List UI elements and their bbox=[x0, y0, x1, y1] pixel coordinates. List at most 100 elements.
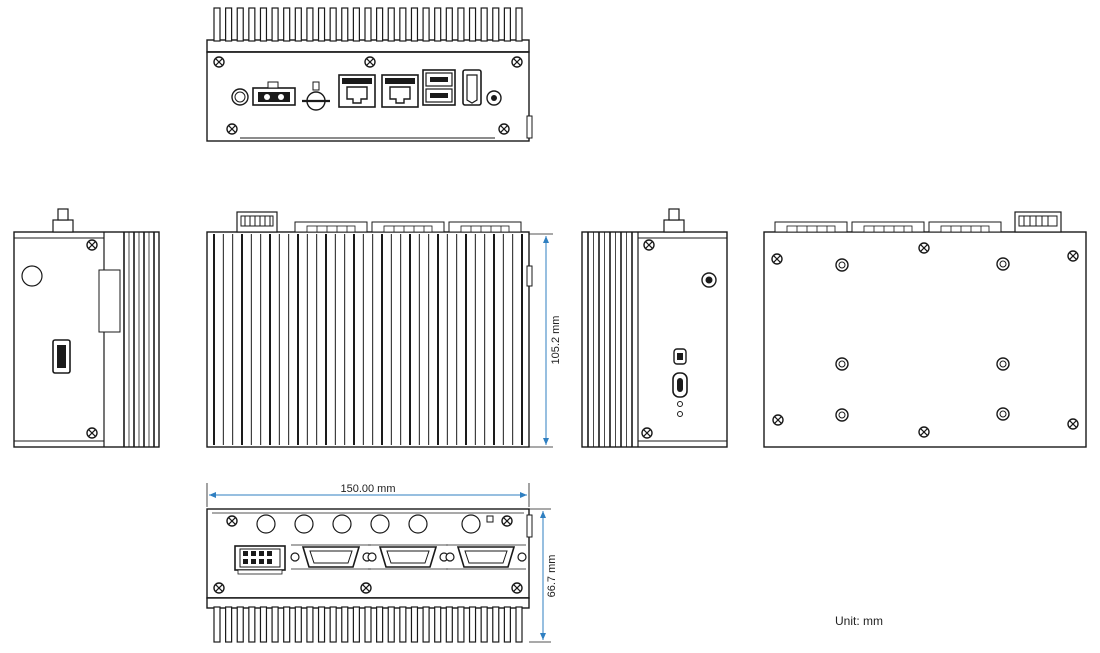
fin bbox=[492, 7, 500, 42]
fin bbox=[399, 7, 407, 42]
rear-view bbox=[206, 508, 533, 643]
fin bbox=[206, 39, 530, 53]
fin bbox=[364, 7, 372, 42]
screw-icon bbox=[226, 123, 238, 135]
hdmi-port-icon bbox=[52, 339, 71, 374]
usb-port-icon bbox=[422, 69, 456, 106]
screw-icon bbox=[771, 253, 783, 265]
sim-slot-icon bbox=[701, 272, 717, 288]
antenna-hole-icon bbox=[408, 514, 428, 534]
fin bbox=[422, 7, 430, 42]
fin bbox=[352, 7, 360, 42]
top-view bbox=[206, 211, 533, 448]
width-dimension-label: 150.00 mm bbox=[340, 483, 395, 495]
mounting-hole-icon bbox=[835, 408, 849, 422]
fin bbox=[271, 7, 279, 42]
mounting-hole-icon bbox=[996, 407, 1010, 421]
screw-icon bbox=[501, 515, 513, 527]
terminal-block-icon bbox=[1014, 211, 1062, 233]
screw-icon bbox=[360, 582, 372, 594]
power-button-icon bbox=[231, 88, 249, 106]
screw-icon bbox=[643, 239, 655, 251]
antenna-hole-icon bbox=[21, 265, 43, 287]
audio-jack-icon bbox=[486, 90, 502, 106]
serial-port-icon bbox=[851, 221, 925, 233]
ground-connector-icon bbox=[302, 81, 330, 111]
antenna-hole-icon bbox=[332, 514, 352, 534]
fin bbox=[492, 606, 500, 643]
serial-port-icon bbox=[371, 221, 445, 233]
fin bbox=[468, 606, 477, 643]
fin bbox=[341, 606, 349, 643]
screw-icon bbox=[641, 427, 653, 439]
fin bbox=[387, 606, 395, 643]
unit-label: Unit: mm bbox=[835, 614, 883, 628]
lan-port-icon bbox=[338, 74, 376, 108]
dc-power-terminal-icon bbox=[252, 81, 296, 106]
fin bbox=[236, 606, 244, 643]
fin bbox=[306, 7, 314, 42]
fin bbox=[422, 606, 430, 643]
fin bbox=[457, 606, 465, 643]
screw-icon bbox=[364, 56, 376, 68]
fin bbox=[259, 7, 268, 42]
fin bbox=[317, 606, 326, 643]
led-icon bbox=[677, 411, 683, 417]
fin bbox=[352, 606, 360, 643]
fin bbox=[480, 606, 488, 643]
antenna-hole-icon bbox=[461, 514, 481, 534]
fin bbox=[515, 606, 523, 643]
serial-port-icon bbox=[928, 221, 1002, 233]
screw-icon bbox=[86, 427, 98, 439]
fin bbox=[445, 7, 453, 42]
terminal-block-icon bbox=[234, 545, 286, 575]
serial-port-icon bbox=[294, 221, 368, 233]
fin bbox=[283, 606, 291, 643]
screw-icon bbox=[226, 515, 238, 527]
fin bbox=[306, 606, 314, 643]
terminal-block-icon bbox=[236, 211, 278, 233]
screw-icon bbox=[1067, 250, 1079, 262]
mounting-hole-icon bbox=[996, 257, 1010, 271]
screw-icon bbox=[511, 56, 523, 68]
hdmi-port-icon bbox=[462, 69, 482, 106]
fin bbox=[236, 7, 244, 42]
fin bbox=[225, 7, 233, 42]
serial-port-icon bbox=[774, 221, 848, 233]
fin bbox=[410, 606, 419, 643]
antenna-hole-icon bbox=[370, 514, 390, 534]
screw-icon bbox=[511, 582, 523, 594]
fin bbox=[271, 606, 279, 643]
fin bbox=[317, 7, 326, 42]
mounting-hole-icon bbox=[996, 357, 1010, 371]
fin bbox=[376, 7, 384, 42]
fin bbox=[248, 7, 256, 42]
fin bbox=[294, 606, 302, 643]
fin bbox=[480, 7, 488, 42]
right-side-view bbox=[581, 208, 728, 448]
fin bbox=[213, 7, 221, 42]
antenna-hole-icon bbox=[256, 514, 276, 534]
left-side-fins bbox=[123, 232, 155, 447]
mounting-hole-icon bbox=[835, 357, 849, 371]
fin bbox=[225, 606, 233, 643]
fin bbox=[341, 7, 349, 42]
fin bbox=[515, 7, 523, 42]
screw-icon bbox=[86, 239, 98, 251]
fin bbox=[294, 7, 302, 42]
dimension-height: 105.2 mm bbox=[529, 233, 562, 448]
dimension-width: 150.00 mm bbox=[206, 483, 530, 507]
mounting-hole-icon bbox=[835, 258, 849, 272]
screw-icon bbox=[213, 56, 225, 68]
fin bbox=[259, 606, 268, 643]
depth-dimension-label: 66.7 mm bbox=[546, 555, 558, 598]
fin bbox=[457, 7, 465, 42]
height-dimension-label: 105.2 mm bbox=[550, 316, 562, 365]
bottom-view bbox=[763, 211, 1087, 448]
fin bbox=[434, 606, 442, 643]
front-view bbox=[206, 7, 533, 142]
screw-icon bbox=[918, 242, 930, 254]
usb-c-port-icon bbox=[672, 372, 688, 398]
screw-icon bbox=[772, 414, 784, 426]
